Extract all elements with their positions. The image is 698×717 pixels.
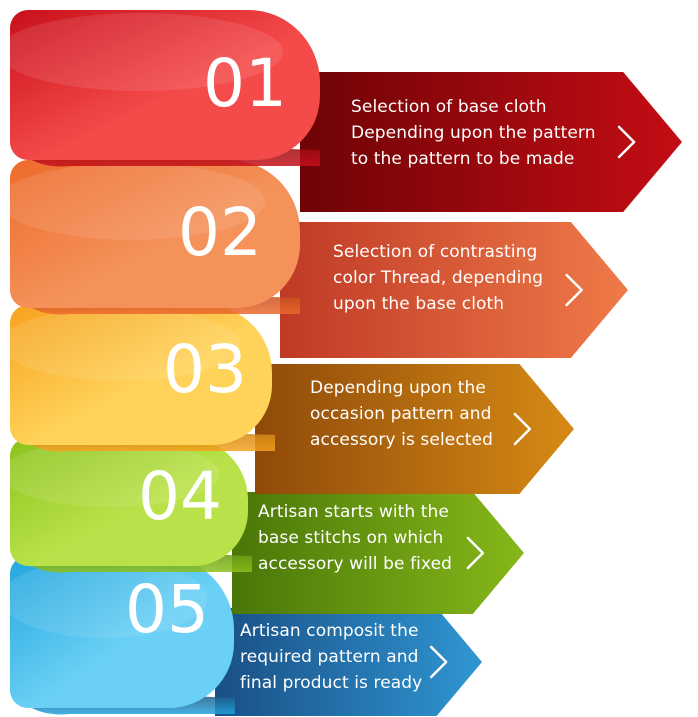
description-line: accessory will be fixed bbox=[258, 554, 453, 574]
description-line: accessory is selected bbox=[310, 430, 493, 450]
chevron-right-icon bbox=[617, 125, 636, 159]
description-line: upon the base cloth bbox=[333, 294, 505, 314]
step-description-03: Depending upon the occasion pattern and ac… bbox=[310, 375, 493, 453]
description-line: required pattern and bbox=[240, 647, 419, 667]
step-number-05: 05 bbox=[125, 571, 209, 648]
description-line: occasion pattern and bbox=[310, 404, 492, 424]
arrow-band-01 bbox=[300, 72, 682, 212]
description-line: to the pattern to be made bbox=[351, 149, 575, 169]
tab-03 bbox=[10, 305, 272, 445]
description-line: base stitchs on which bbox=[258, 528, 444, 548]
tab-highlight bbox=[0, 162, 266, 240]
step-04 bbox=[0, 438, 524, 614]
arrow-band-02 bbox=[280, 222, 628, 358]
description-line: Artisan starts with the bbox=[258, 502, 449, 522]
tab-highlight bbox=[0, 13, 283, 91]
step-03 bbox=[0, 305, 574, 494]
tab-highlight bbox=[1, 559, 208, 639]
description-line: Depending upon the bbox=[310, 378, 486, 398]
tab-highlight bbox=[0, 307, 241, 381]
chevron-right-icon bbox=[513, 412, 532, 446]
arrow-band-03 bbox=[255, 364, 574, 494]
step-number-03: 03 bbox=[163, 331, 247, 408]
tab-05 bbox=[10, 556, 234, 708]
step-description-04: Artisan starts with the base stitchs on w… bbox=[258, 499, 452, 577]
step-number-04: 04 bbox=[138, 458, 222, 535]
tab-04 bbox=[10, 438, 248, 566]
step-05 bbox=[1, 556, 482, 716]
arrow-band-05 bbox=[215, 608, 482, 716]
tab-02 bbox=[10, 160, 300, 308]
description-line: Selection of base cloth bbox=[351, 97, 547, 117]
step-number-02: 02 bbox=[178, 194, 262, 271]
arrow-band-04 bbox=[232, 492, 524, 614]
step-description-02: Selection of contrasting color Thread, de… bbox=[333, 239, 543, 317]
description-line: Selection of contrasting bbox=[333, 242, 538, 262]
step-number-01: 01 bbox=[203, 45, 287, 122]
chevron-right-icon bbox=[429, 645, 448, 679]
tab-highlight bbox=[0, 440, 220, 508]
chevron-right-icon bbox=[565, 273, 583, 307]
step-01 bbox=[0, 9, 682, 212]
step-02 bbox=[0, 160, 628, 358]
chevron-right-icon bbox=[466, 536, 485, 570]
description-line: Artisan composit the bbox=[240, 621, 419, 641]
step-description-05: Artisan composit the required pattern and… bbox=[240, 618, 422, 696]
description-line: final product is ready bbox=[240, 673, 423, 693]
description-line: color Thread, depending bbox=[333, 268, 544, 288]
tab-01 bbox=[10, 9, 320, 160]
description-line: Depending upon the pattern bbox=[351, 123, 596, 143]
